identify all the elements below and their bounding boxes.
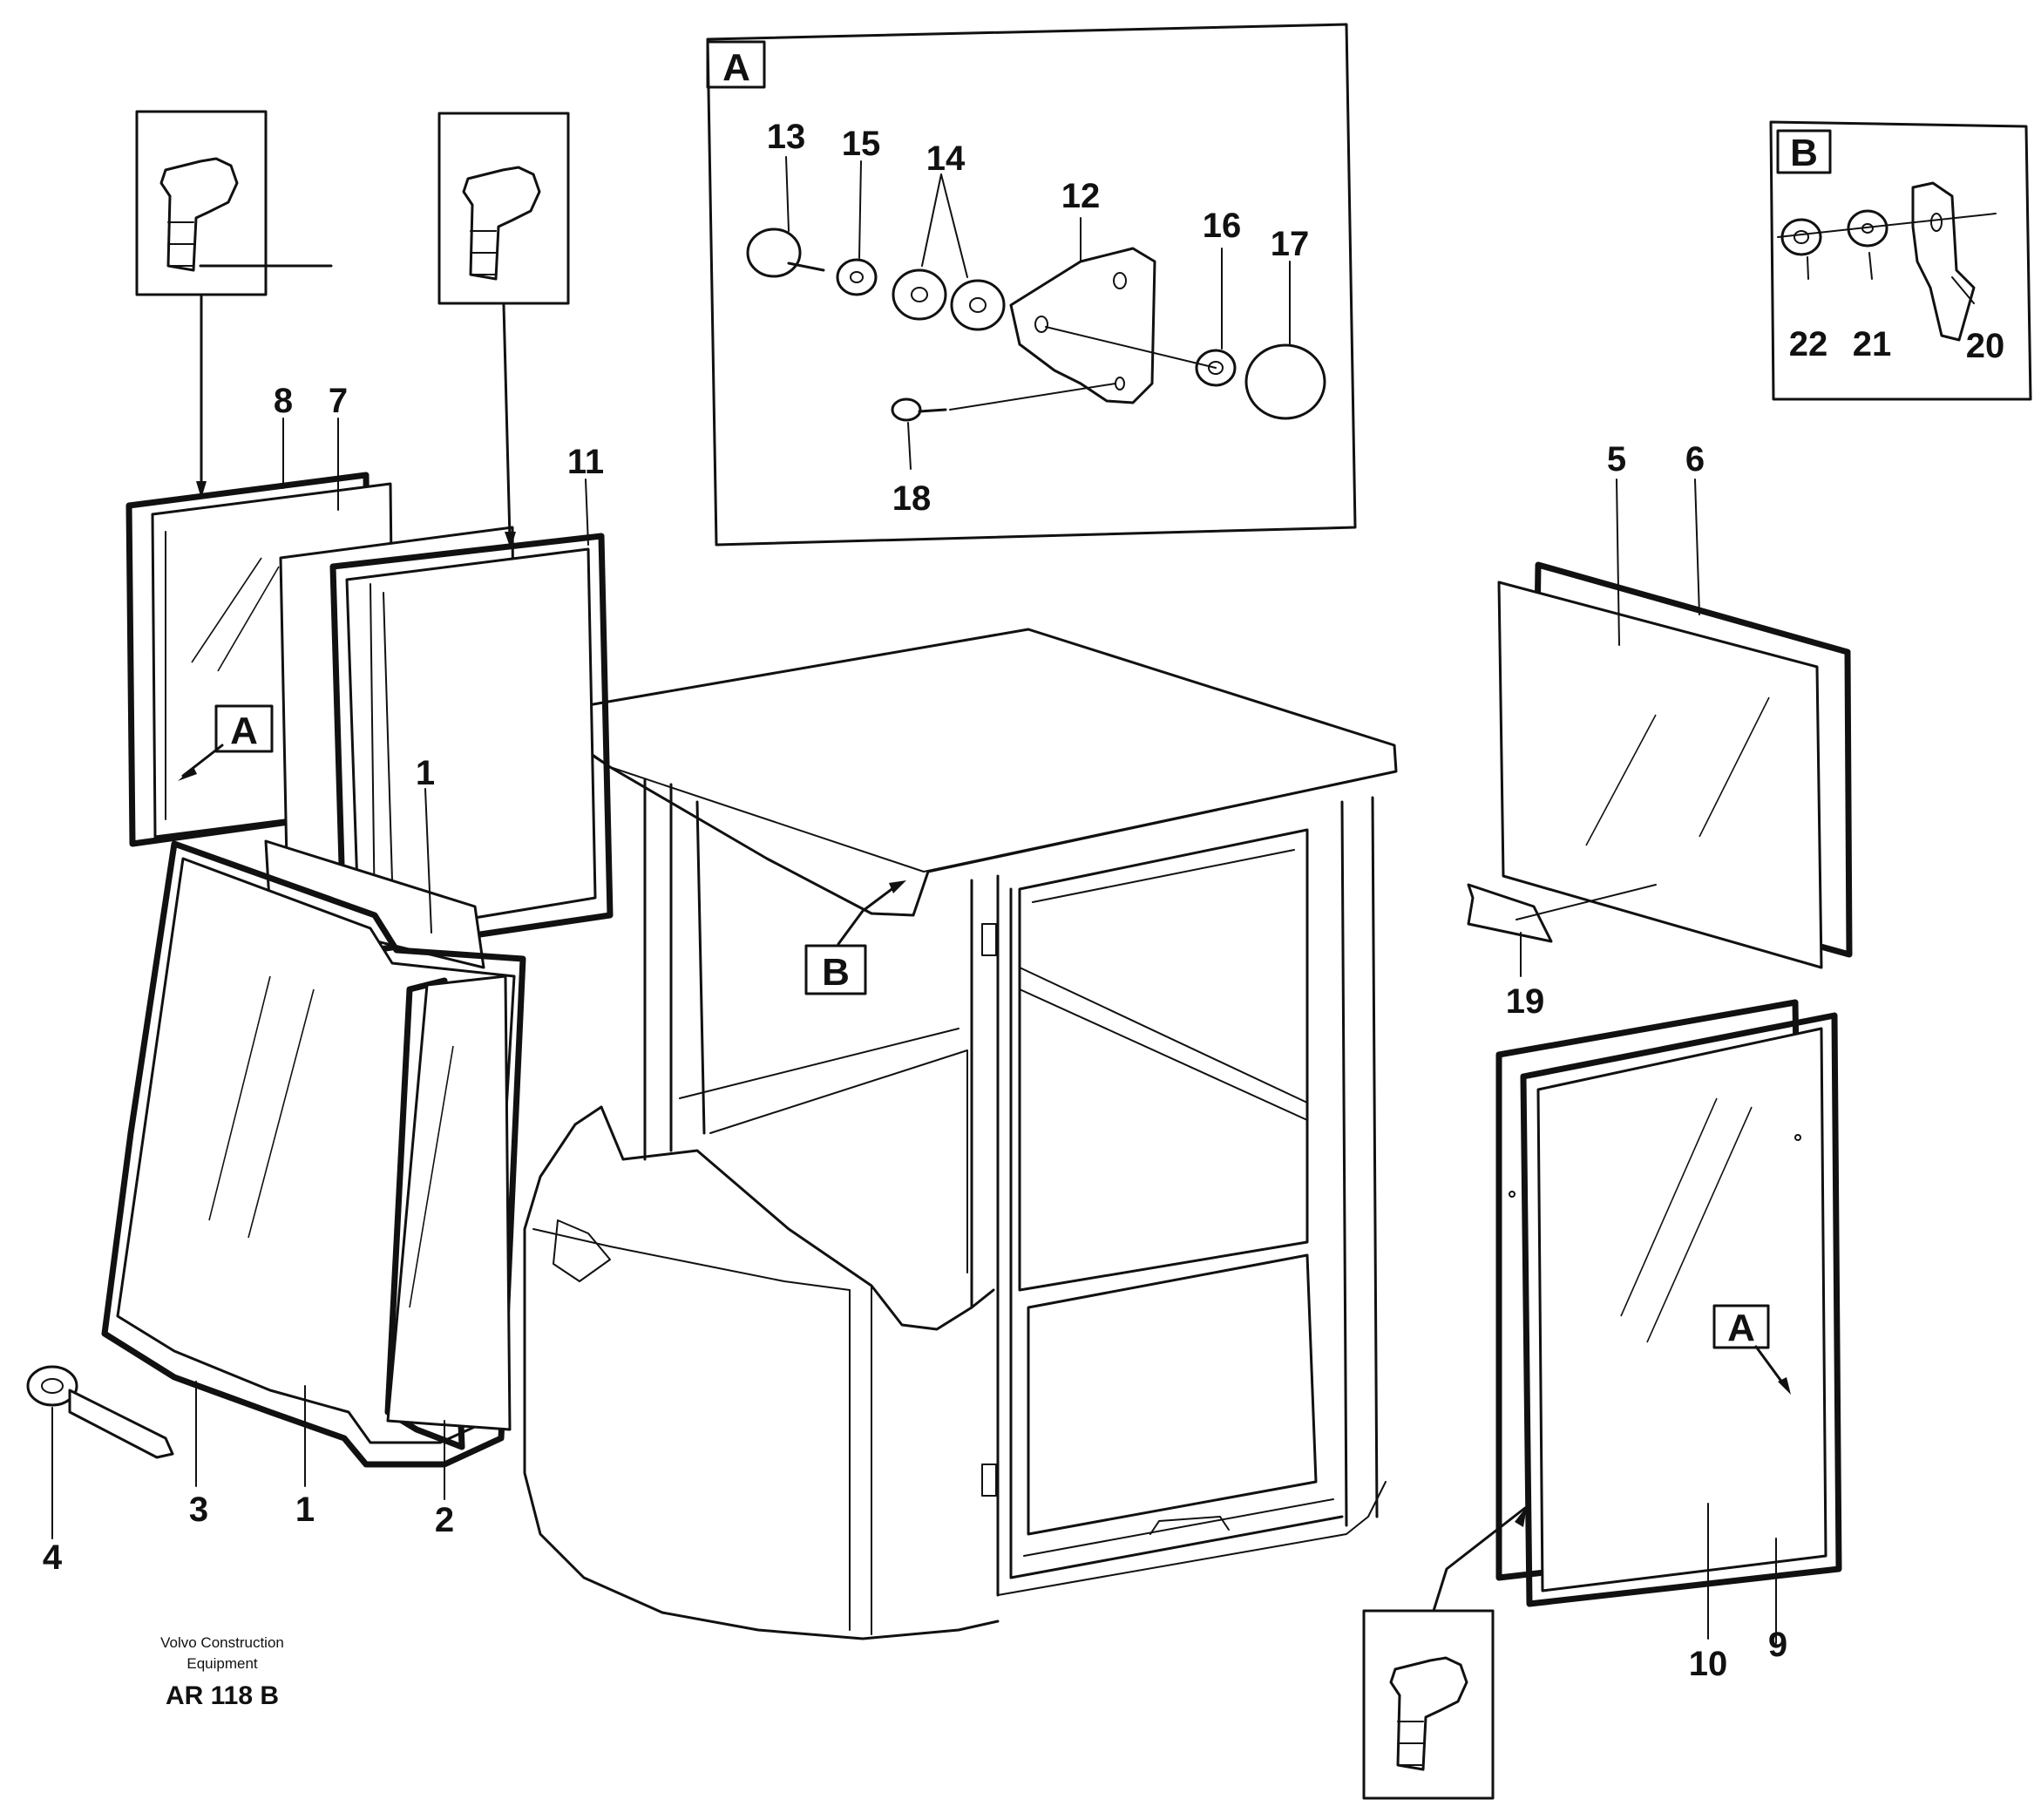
detail-tag-labels: A B A B A xyxy=(230,46,1818,1349)
label-11: 11 xyxy=(567,443,604,481)
label-8: 8 xyxy=(274,382,293,420)
label-15: 15 xyxy=(842,125,881,163)
label-17: 17 xyxy=(1271,225,1310,263)
arrow-profile-right xyxy=(1515,1506,1527,1527)
tag-a-right-text: A xyxy=(1727,1307,1755,1349)
label-2: 2 xyxy=(435,1501,454,1539)
detail-b-panel-tag: B xyxy=(1790,132,1818,174)
part-leaders xyxy=(51,418,1777,1644)
seal-profile-box-left xyxy=(135,110,333,296)
label-9: 9 xyxy=(1768,1626,1787,1664)
arrow-profile-left xyxy=(196,481,207,499)
detail-a-panel xyxy=(706,23,1357,547)
company-name-line1: Volvo Construction xyxy=(160,1634,284,1651)
label-22: 22 xyxy=(1789,325,1828,363)
leader-profile-middle xyxy=(502,303,512,540)
detail-b-panel xyxy=(1769,120,2032,401)
label-18: 18 xyxy=(892,479,932,518)
label-21: 21 xyxy=(1853,325,1892,363)
label-5: 5 xyxy=(1607,440,1626,479)
leader-profile-right xyxy=(1432,1506,1527,1613)
label-19: 19 xyxy=(1506,982,1545,1021)
clip-19 xyxy=(1467,883,1657,943)
front-windscreen-1-2-3 xyxy=(101,839,526,1468)
right-door-window-9-10 xyxy=(1495,999,1842,1607)
label-3: 3 xyxy=(189,1491,208,1529)
label-13: 13 xyxy=(767,118,806,156)
label-14: 14 xyxy=(926,139,966,178)
label-1-top: 1 xyxy=(416,754,435,792)
label-7: 7 xyxy=(329,382,348,420)
left-door-window-11 xyxy=(279,526,614,958)
label-20: 20 xyxy=(1966,327,2005,365)
part-number-labels: 8 7 11 1 4 3 1 2 5 6 19 10 9 13 15 14 12… xyxy=(43,118,2004,1683)
seal-strip-4 xyxy=(26,1365,174,1459)
seal-profile-box-right xyxy=(1362,1609,1495,1800)
company-name-line2: Equipment xyxy=(186,1655,258,1672)
tag-b-main-text: B xyxy=(822,951,850,994)
footer: Volvo Construction Equipment AR 118 B xyxy=(160,1634,284,1710)
tag-a-right xyxy=(1712,1304,1791,1395)
label-6: 6 xyxy=(1685,440,1705,479)
label-12: 12 xyxy=(1061,177,1101,215)
arrow-profile-middle xyxy=(505,532,516,549)
label-4: 4 xyxy=(43,1538,63,1577)
label-1-bottom: 1 xyxy=(295,1491,315,1529)
right-upper-window-5-6 xyxy=(1497,561,1853,969)
detail-a-panel-tag: A xyxy=(722,46,750,89)
tag-a-left xyxy=(178,704,274,781)
cab-body xyxy=(523,628,1398,1640)
tag-b-main xyxy=(804,880,906,995)
seal-profile-box-middle xyxy=(437,112,570,305)
label-16: 16 xyxy=(1203,207,1242,245)
drawing-code: AR 118 B xyxy=(166,1681,279,1710)
tag-a-left-text: A xyxy=(230,710,258,752)
label-10: 10 xyxy=(1689,1645,1728,1683)
